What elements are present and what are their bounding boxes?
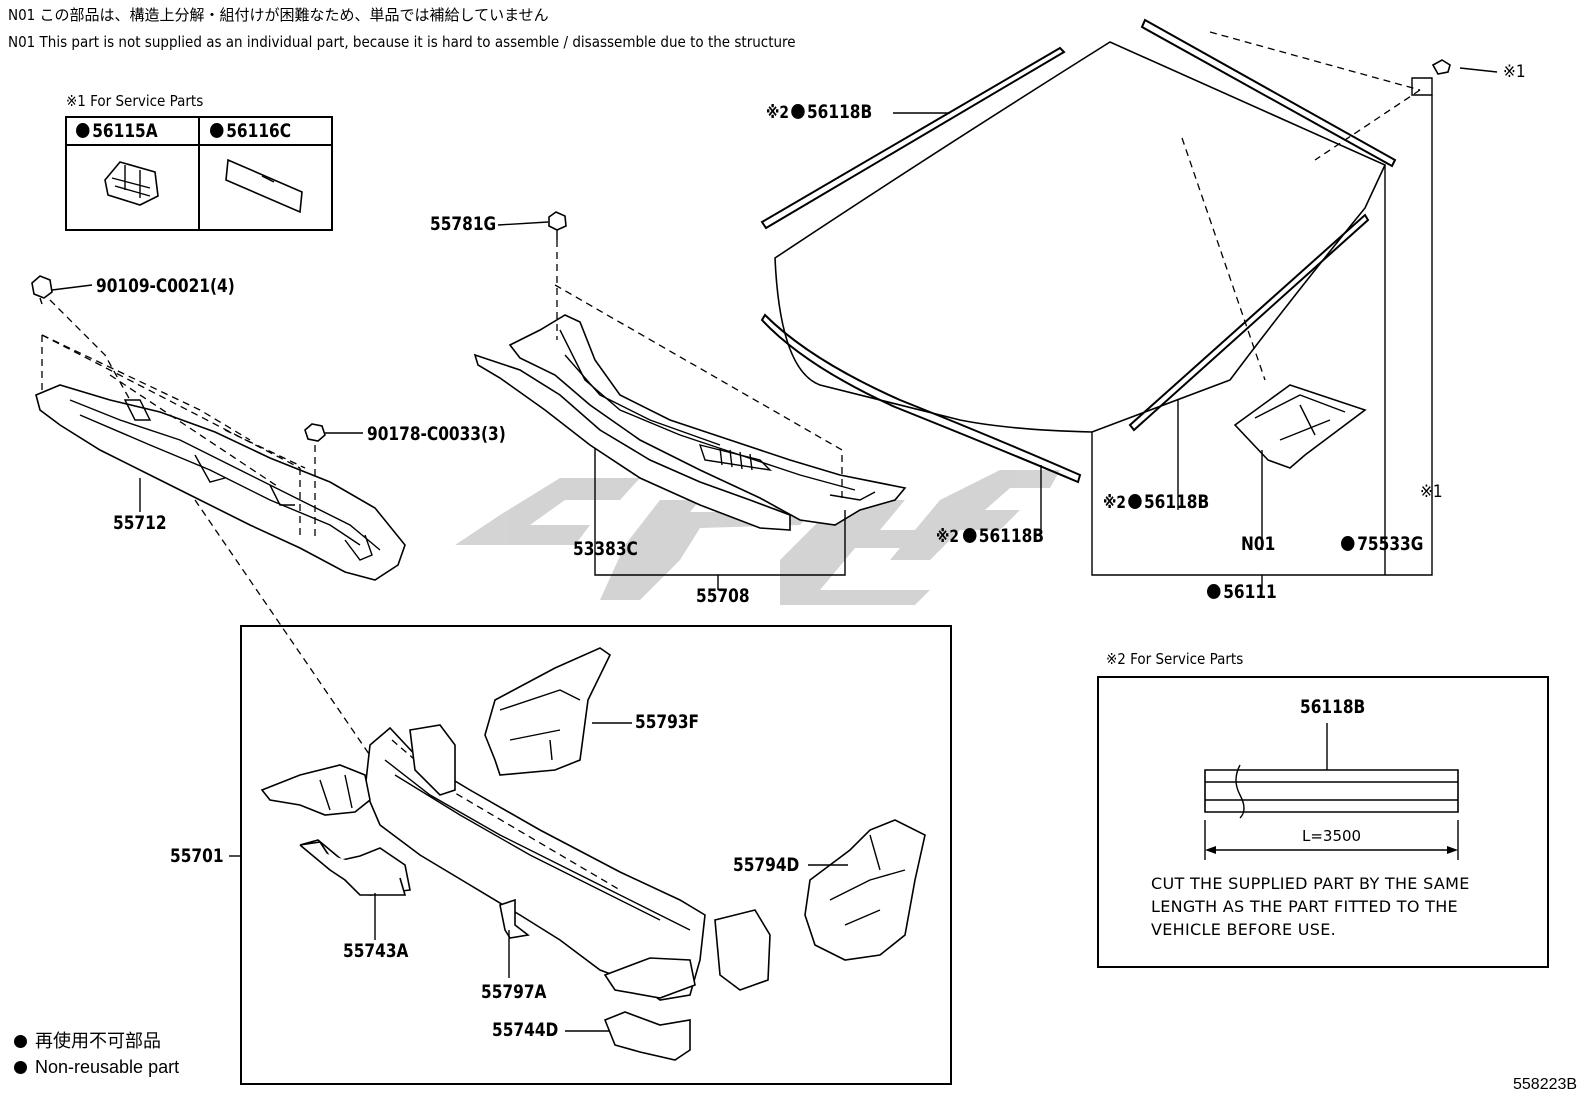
note-n01-japanese: N01 この部品は、構造上分解・組付けが困難なため、単品では補給していません — [8, 6, 549, 24]
part-55708-drawing — [473, 211, 907, 590]
non-reusable-dot-icon — [210, 123, 224, 138]
non-reusable-dot-icon — [1127, 494, 1142, 509]
legend-english: Non-reusable part — [14, 1058, 179, 1076]
note-n01-english: N01 This part is not supplied as an indi… — [8, 33, 796, 51]
part-55712-drawing — [31, 275, 406, 581]
diagram-id: 558223B — [1513, 1076, 1578, 1093]
non-reusable-dot-icon — [790, 104, 805, 119]
part-55701-drawing — [194, 499, 952, 1085]
service-box-1-drawing — [65, 116, 333, 231]
service-instruction: CUT THE SUPPLIED PART BY THE SAME LENGTH… — [1151, 874, 1470, 939]
service-box-2-title: ※2 For Service Parts — [1106, 650, 1244, 668]
part-label-55797A: 55797A — [481, 981, 547, 1003]
part-label-55708: 55708 — [696, 585, 750, 607]
part-label-90178: 90178-C0033(3) — [367, 423, 506, 445]
length-dimension-label: L=3500 — [1302, 827, 1362, 845]
part-label-90109: 90109-C0021(4) — [96, 275, 235, 297]
non-reusable-dot-icon — [14, 1035, 27, 1048]
non-reusable-dot-icon — [1341, 536, 1355, 551]
part-label-55712: 55712 — [113, 512, 167, 534]
service-part-56116C-label: 56116C — [210, 122, 291, 141]
non-reusable-dot-icon — [76, 123, 90, 138]
windshield-drawing — [760, 18, 1498, 590]
non-reusable-dot-icon — [14, 1061, 27, 1074]
part-label-55781G: 55781G — [430, 213, 497, 235]
service-part-56118B-label: 56118B — [1300, 696, 1366, 718]
part-label-55794D: 55794D — [733, 854, 800, 876]
ref-mark-1-side: ※1 — [1420, 482, 1443, 502]
part-label-55701: 55701 — [170, 845, 224, 867]
part-label-n01: N01 — [1241, 533, 1276, 555]
non-reusable-dot-icon — [962, 528, 977, 543]
service-box-1-title: ※1 For Service Parts — [66, 92, 204, 110]
part-label-55793F: 55793F — [635, 711, 700, 733]
legend-japanese: 再使用不可部品 — [14, 1032, 161, 1050]
service-box-2-drawing — [1097, 676, 1549, 968]
part-label-75533G: 75533G — [1341, 535, 1423, 554]
part-label-53383C: 53383C — [573, 538, 638, 560]
part-label-55743A: 55743A — [343, 940, 409, 962]
ref-mark-1-top: ※1 — [1503, 62, 1526, 82]
non-reusable-dot-icon — [1207, 584, 1221, 599]
part-label-55744D: 55744D — [492, 1019, 559, 1041]
part-label-56111: 56111 — [1207, 583, 1277, 602]
service-part-56115A-label: 56115A — [76, 122, 158, 141]
